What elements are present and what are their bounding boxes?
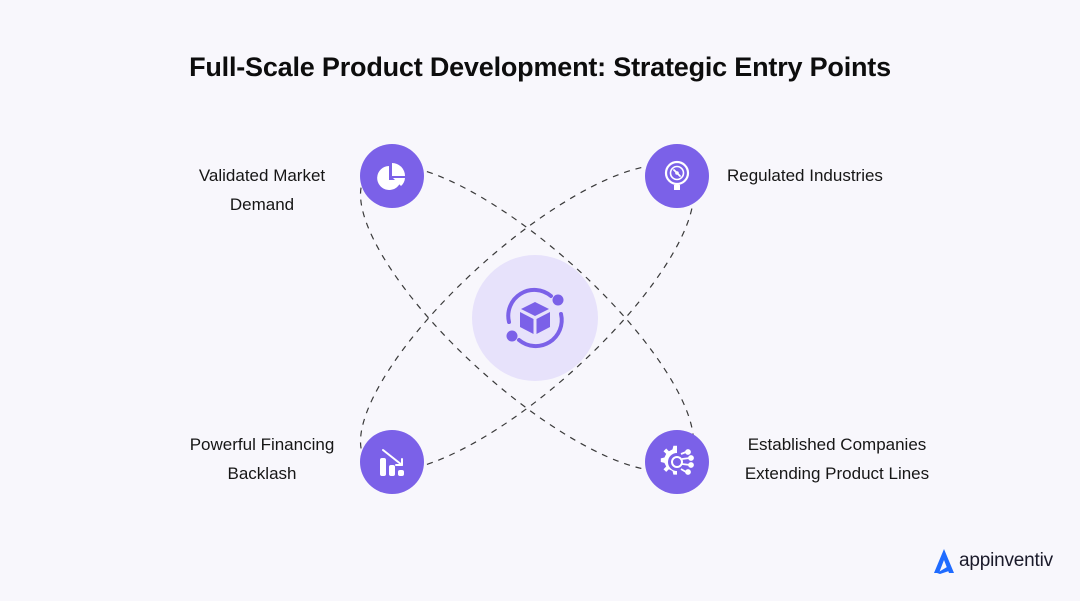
pressure-gauge-icon (664, 160, 690, 190)
cube-cycle-icon (506, 287, 564, 349)
entry-label-validated-market-demand: Validated Market Demand (172, 161, 352, 219)
label-line-1: Powerful Financing (189, 435, 335, 454)
entry-label-established-companies: Established Companies Extending Product … (722, 430, 952, 488)
entry-icon-validated-market-demand (360, 144, 424, 208)
label-line-2: Demand (229, 195, 295, 214)
center-hub (472, 255, 598, 381)
brand-logo: appinventiv (933, 548, 1053, 574)
pie-chart-icon (377, 163, 405, 190)
label-line-1: Established Companies (747, 435, 927, 454)
entry-icon-powerful-financing-backlash (360, 430, 424, 494)
declining-bar-chart-icon (380, 449, 404, 476)
label-line-2: Extending Product Lines (744, 464, 930, 483)
label-line-1: Regulated Industries (727, 166, 883, 185)
entry-label-powerful-financing-backlash: Powerful Financing Backlash (172, 430, 352, 488)
entry-label-regulated-industries: Regulated Industries (727, 161, 883, 190)
label-line-1: Validated Market (198, 166, 326, 185)
appinventiv-logo-icon (934, 549, 954, 574)
page-title: Full-Scale Product Development: Strategi… (189, 52, 891, 82)
brand-name: appinventiv (959, 550, 1053, 571)
entry-icon-regulated-industries (645, 144, 709, 208)
gear-circuit-icon (660, 445, 694, 475)
label-line-2: Backlash (227, 464, 297, 483)
entry-icon-established-companies (645, 430, 709, 494)
